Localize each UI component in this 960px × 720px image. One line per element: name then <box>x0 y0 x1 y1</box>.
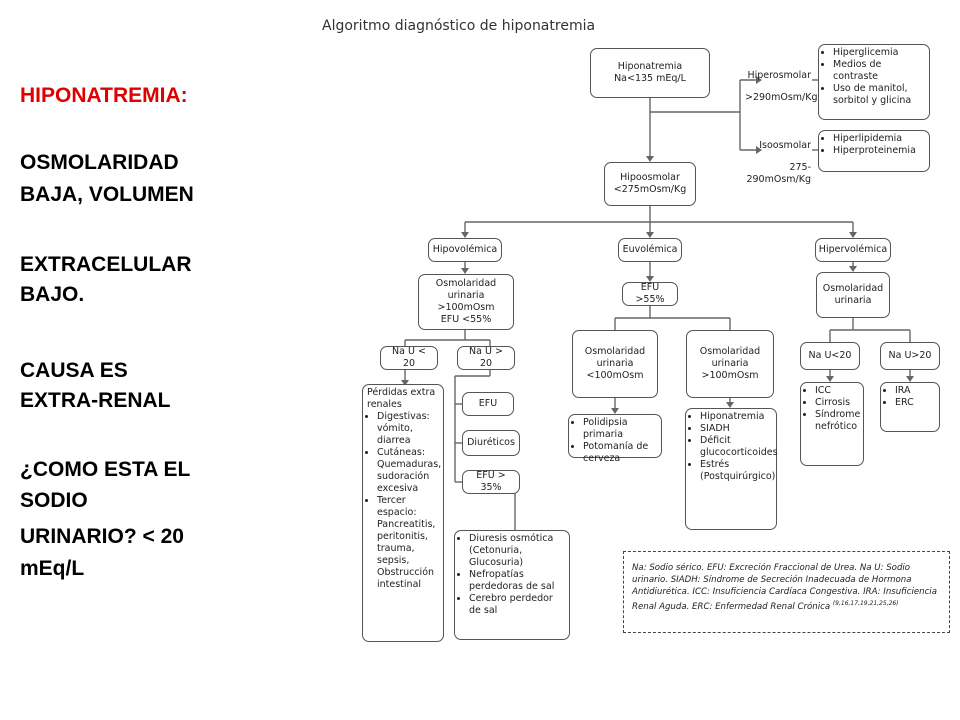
node-eu-high-line: >100mOsm <box>701 370 759 381</box>
node-eu-high-line: Osmolaridad <box>699 346 761 357</box>
text-extra-renal: EXTRA-RENAL <box>20 389 171 412</box>
node-eu-low: Osmolaridad urinaria <100mOsm <box>572 330 658 398</box>
text-bajo: BAJO. <box>20 283 85 306</box>
label-hiperosmolar-line1: Hiperosmolar <box>747 70 811 81</box>
hv-gt20-cause-item: IRA <box>895 385 935 397</box>
text-como-esta: ¿COMO ESTA EL <box>20 458 191 481</box>
text-urinario: URINARIO? < 20 <box>20 525 184 548</box>
node-hipervolemica: Hipervolémica <box>815 238 891 262</box>
diagram-title: Algoritmo diagnóstico de hiponatremia <box>322 18 596 34</box>
node-hiper-osm: Osmolaridad urinaria <box>816 272 890 318</box>
node-hipo-osm-line: EFU <55% <box>440 314 492 325</box>
node-nau-gt20: Na U > 20 <box>457 346 515 370</box>
node-hiper-osm-line: Osmolaridad <box>822 283 884 294</box>
node-hiper-causes: Hiperglicemia Medios de contraste Uso de… <box>818 44 930 120</box>
node-hipovolemica: Hipovolémica <box>428 238 502 262</box>
node-hv-gt20-causes: IRA ERC <box>880 382 940 432</box>
node-efu35: EFU > 35% <box>462 470 520 494</box>
iso-cause-item: Hiperproteinemia <box>833 145 925 157</box>
text-meq: mEq/L <box>20 557 85 580</box>
node-nau-lt20: Na U < 20 <box>380 346 438 370</box>
text-sodio: SODIO <box>20 489 88 512</box>
node-eu-high-causes: Hiponatremia SIADH Déficit glucocorticoi… <box>685 408 778 530</box>
heading-hiponatremia: HIPONATREMIA: <box>20 84 188 107</box>
node-hiponatremia-line1: Hiponatremia <box>617 61 683 72</box>
label-isoosmolar-line1: Isoosmolar <box>759 140 811 151</box>
text-causa-es: CAUSA ES <box>20 359 128 382</box>
hv-lt20-cause-item: Cirrosis <box>815 397 859 409</box>
node-diureticos: Diuréticos <box>462 430 520 456</box>
node-hipoosmolar: Hipoosmolar <275mOsm/Kg <box>604 162 696 206</box>
eu-high-cause-item: Hiponatremia <box>700 411 772 423</box>
eu-high-cause-item: Déficit glucocorticoides <box>700 435 778 459</box>
node-efu: EFU <box>462 392 514 416</box>
label-isoosmolar-line2: 275-290mOsm/Kg <box>746 162 811 185</box>
extra-renal-item: Tercer espacio: Pancreatitis, peritoniti… <box>377 495 439 591</box>
node-euvolemica: Euvolémica <box>618 238 682 262</box>
extra-renal-item: Digestivas: vómito, diarrea <box>377 411 439 447</box>
node-extra-renal: Pérdidas extra renales Digestivas: vómit… <box>362 384 444 642</box>
node-eu-high-line: urinaria <box>711 358 749 369</box>
node-hv-lt20: Na U<20 <box>800 342 860 370</box>
hv-lt20-cause-item: ICC <box>815 385 859 397</box>
node-hipoosmolar-line1: Hipoosmolar <box>620 172 680 183</box>
node-hiponatremia-line2: Na<135 mEq/L <box>614 73 686 84</box>
node-eu-low-causes: Polidipsia primaria Potomanía de cerveza <box>568 414 662 464</box>
node-renal-causes: Diuresis osmótica (Cetonuria, Glucosuria… <box>454 530 570 640</box>
iso-cause-item: Hiperlipidemia <box>833 133 925 145</box>
hv-gt20-cause-item: ERC <box>895 397 935 409</box>
node-hipo-osm-line: >100mOsm <box>437 302 495 313</box>
hiper-cause-item: Uso de manitol, sorbitol y glicina <box>833 83 925 107</box>
eu-high-cause-item: Estrés (Postquirúrgico) <box>700 459 775 483</box>
node-eu-low-line: urinaria <box>596 358 634 369</box>
node-hipoosmolar-line2: <275mOsm/Kg <box>613 184 687 195</box>
extra-renal-title: Pérdidas extra renales <box>367 387 436 410</box>
node-hv-gt20: Na U>20 <box>880 342 940 370</box>
node-hv-lt20-causes: ICC Cirrosis Síndrome nefrótico <box>800 382 864 466</box>
node-efu55: EFU >55% <box>622 282 678 306</box>
legend-text: Na: Sodio sérico. EFU: Excreción Fraccio… <box>632 563 937 612</box>
text-baja-volumen: BAJA, VOLUMEN <box>20 183 194 206</box>
node-eu-low-line: Osmolaridad <box>584 346 646 357</box>
legend-refs: (9,16,17,19,21,25,26) <box>832 600 899 607</box>
node-hiponatremia: Hiponatremia Na<135 mEq/L <box>590 48 710 98</box>
node-eu-low-line: <100mOsm <box>586 370 644 381</box>
text-osmolaridad: OSMOLARIDAD <box>20 151 179 174</box>
legend-box: Na: Sodio sérico. EFU: Excreción Fraccio… <box>623 551 950 633</box>
hiper-cause-item: Medios de contraste <box>833 59 925 83</box>
extra-renal-item: Cutáneas: Quemaduras, sudoración excesiv… <box>377 447 441 495</box>
eu-low-cause-item: Polidipsia primaria <box>583 417 657 441</box>
node-hipo-osm-line: Osmolaridad urinaria <box>435 278 497 301</box>
renal-cause-item: Diuresis osmótica (Cetonuria, Glucosuria… <box>469 533 565 569</box>
renal-cause-item: Nefropatías perdedoras de sal <box>469 569 565 593</box>
node-eu-high: Osmolaridad urinaria >100mOsm <box>686 330 774 398</box>
label-hiperosmolar: Hiperosmolar >290mOsm/Kg <box>745 70 818 104</box>
node-iso-causes: Hiperlipidemia Hiperproteinemia <box>818 130 930 172</box>
eu-high-cause-item: SIADH <box>700 423 772 435</box>
renal-cause-item: Cerebro perdedor de sal <box>469 593 565 617</box>
label-isoosmolar: Isoosmolar 275-290mOsm/Kg <box>735 140 811 186</box>
node-hiper-osm-line: urinaria <box>834 295 872 306</box>
hv-lt20-cause-item: Síndrome nefrótico <box>815 409 860 433</box>
label-hiperosmolar-line2: >290mOsm/Kg <box>745 92 818 103</box>
text-extracelular: EXTRACELULAR <box>20 253 192 276</box>
eu-low-cause-item: Potomanía de cerveza <box>583 441 657 465</box>
node-hipo-osm: Osmolaridad urinaria >100mOsm EFU <55% <box>418 274 514 330</box>
hiper-cause-item: Hiperglicemia <box>833 47 925 59</box>
